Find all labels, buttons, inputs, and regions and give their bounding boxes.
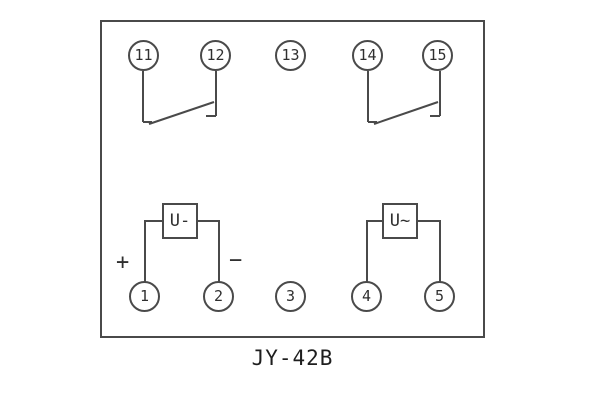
terminal-14: 14 (352, 40, 383, 71)
ac-voltage-element: U~ (382, 203, 418, 239)
polarity-minus-sign: − (229, 248, 243, 273)
terminal-3: 3 (275, 281, 306, 312)
terminal-2: 2 (203, 281, 234, 312)
dc-voltage-element: U- (162, 203, 198, 239)
terminal-15: 15 (422, 40, 453, 71)
terminal-4: 4 (351, 281, 382, 312)
terminal-5: 5 (424, 281, 455, 312)
terminal-13: 13 (275, 40, 306, 71)
polarity-plus-sign: + (116, 250, 130, 275)
terminal-1: 1 (129, 281, 160, 312)
dc-voltage-label: U- (169, 210, 191, 231)
diagram-title: JY-42B (251, 346, 334, 370)
terminal-12: 12 (200, 40, 231, 71)
ac-voltage-label: U~ (389, 210, 411, 231)
terminal-11: 11 (128, 40, 159, 71)
